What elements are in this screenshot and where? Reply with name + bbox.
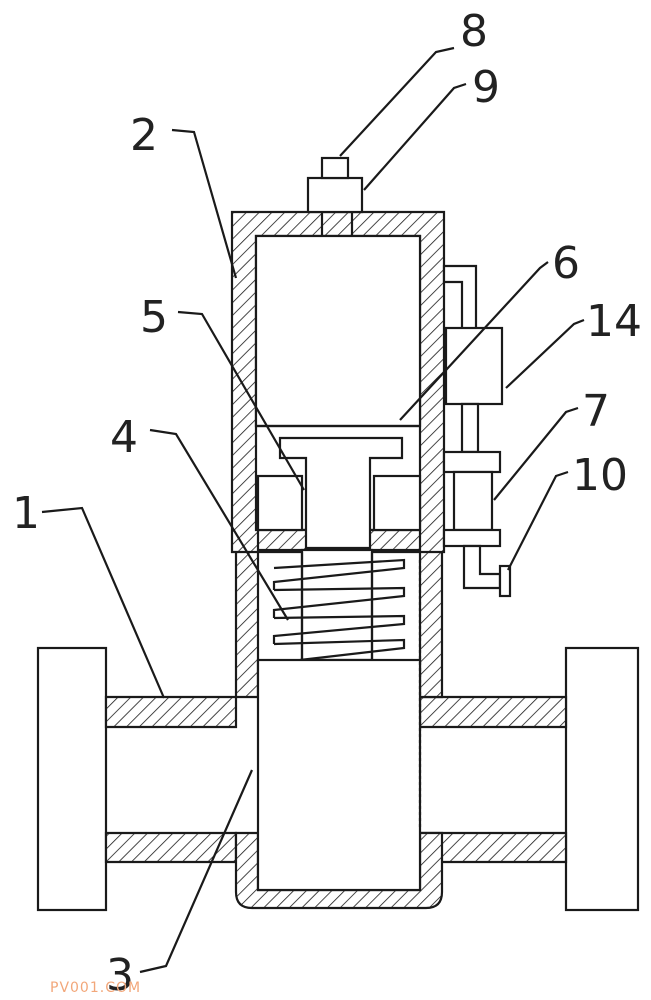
leader-10 — [507, 470, 569, 571]
label-14: 14 — [586, 296, 642, 347]
actuator-body — [306, 176, 364, 214]
side-pipe-upper — [442, 264, 478, 332]
watermark: PV001.COM — [50, 980, 141, 996]
pipe-top-wall-right — [418, 695, 568, 729]
leader-1 — [41, 506, 166, 699]
label-8: 8 — [460, 6, 488, 57]
pump-body — [452, 470, 494, 532]
piston-head — [278, 436, 404, 550]
outlet-pipe — [462, 544, 502, 590]
leader-9 — [363, 82, 467, 191]
label-10: 10 — [572, 450, 628, 501]
label-9: 9 — [472, 62, 500, 113]
left-guide-block — [256, 474, 304, 532]
leader-4 — [149, 428, 289, 621]
upper-chamber — [254, 234, 422, 428]
neck-wall-left — [234, 548, 260, 699]
right-guide-block — [372, 474, 422, 532]
right-flange — [564, 646, 640, 912]
leader-2 — [171, 128, 238, 279]
outlet-nozzle — [498, 564, 512, 598]
label-5: 5 — [140, 292, 168, 343]
left-flange — [36, 646, 108, 912]
side-pipe-middle — [460, 402, 480, 454]
leader-14 — [505, 318, 585, 389]
leader-6 — [399, 261, 549, 421]
leader-3 — [139, 769, 254, 974]
valve-seat-cup — [234, 831, 444, 910]
label-4: 4 — [110, 412, 138, 463]
label-3: 3 — [106, 950, 134, 1000]
pump-ring-top — [442, 450, 502, 474]
actuator-cap — [320, 156, 350, 180]
label-6: 6 — [552, 238, 580, 289]
pipe-bottom-wall-left — [104, 831, 238, 864]
label-1: 1 — [12, 488, 40, 539]
label-7: 7 — [582, 386, 610, 437]
neck-wall-right — [418, 548, 444, 699]
label-2: 2 — [130, 110, 158, 161]
spring — [272, 558, 406, 662]
valve-plug — [256, 658, 422, 892]
leader-5 — [177, 310, 305, 491]
leader-8 — [339, 46, 455, 157]
pipe-top-wall-left — [104, 695, 238, 729]
leader-7 — [493, 406, 579, 501]
pump-ring-bottom — [442, 528, 502, 548]
